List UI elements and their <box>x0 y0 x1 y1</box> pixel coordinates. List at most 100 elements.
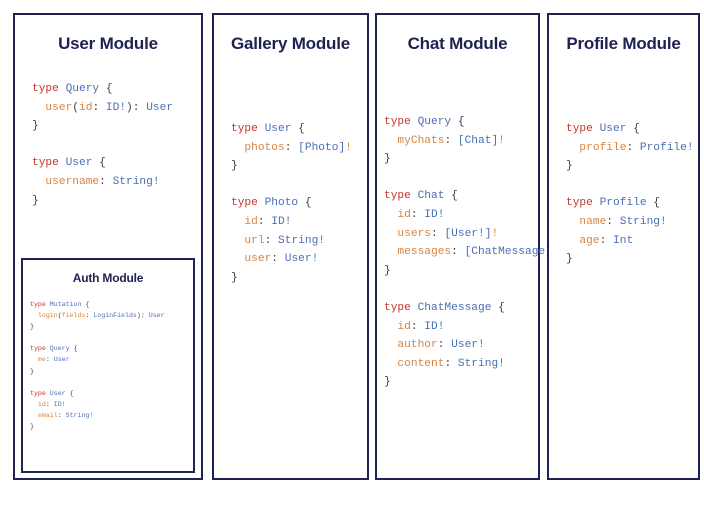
code-token-pn: : <box>444 357 458 370</box>
code-token-fl: ! <box>491 227 499 240</box>
code-token-tn: User <box>65 157 93 170</box>
code-token-pn: { <box>69 345 78 353</box>
module-card-auth[interactable]: Auth Module type Mutation { login(fields… <box>21 258 195 473</box>
code-token-pn: : <box>45 356 54 364</box>
code-token-fl: myChats <box>384 134 445 147</box>
code-token-kw: type <box>30 389 50 397</box>
code-line: type Mutation { <box>30 299 193 310</box>
code-token-fl: id <box>231 215 258 228</box>
code-token-pn: : <box>431 227 445 240</box>
code-line: } <box>384 262 538 281</box>
code-token-tn: User <box>148 312 165 320</box>
code-line: id: ID! <box>231 213 367 232</box>
module-card-profile[interactable]: Profile Module type User { profile: Prof… <box>547 13 700 480</box>
code-token-kw: type <box>231 123 265 135</box>
code-token-kw: type <box>384 301 418 314</box>
code-token-pn: ( <box>57 312 62 320</box>
code-token-pn: : <box>264 234 279 247</box>
code-token-fl: ! <box>498 134 505 147</box>
code-token-tn: Int <box>613 234 634 247</box>
code-token-tn: User <box>599 123 627 135</box>
code-line: type User { <box>231 120 367 139</box>
code-token-fl: messages <box>384 246 452 259</box>
module-card-chat[interactable]: Chat Module type Query { myChats: [Chat]… <box>375 13 559 480</box>
code-token-pn: : <box>451 246 465 259</box>
code-token-pn: : <box>626 141 640 154</box>
code-token-pn: { <box>646 197 661 210</box>
code-token-fl: id <box>384 208 411 221</box>
code-token-pn: } <box>566 160 573 173</box>
code-line: url: String! <box>231 232 367 251</box>
code-token-pn: : <box>599 234 614 247</box>
code-line: age: Int <box>566 232 698 251</box>
code-line: type Profile { <box>566 194 698 213</box>
code-token-kw: type <box>30 345 50 353</box>
code-line: type Photo { <box>231 194 367 213</box>
code-token-pn: } <box>32 120 39 133</box>
code-line: type Query { <box>32 80 201 99</box>
code-token-pn: : <box>92 101 106 114</box>
code-token-kw: type <box>32 157 66 170</box>
code-token-pn: } <box>384 376 391 389</box>
module-title-profile: Profile Module <box>566 34 681 53</box>
code-token-kw: type <box>32 83 66 95</box>
code-token-pn: : <box>606 215 620 228</box>
code-block-user: type Query { user(id: ID!): User}type Us… <box>32 80 201 210</box>
code-token-fl: email <box>30 411 58 419</box>
code-token-tn: User <box>264 123 292 135</box>
code-token-tn: String! <box>112 175 160 188</box>
code-token-tn: [Photo] <box>298 141 346 154</box>
code-line: } <box>231 269 367 288</box>
code-token-pn: : <box>284 141 299 154</box>
code-line: author: User! <box>384 336 538 355</box>
code-token-fl: id <box>79 101 93 114</box>
code-block-chat: type Query { myChats: [Chat]!}type Chat … <box>384 113 559 392</box>
module-card-user[interactable]: User Module type Query { user(id: ID!): … <box>13 13 203 480</box>
module-title-chat: Chat Module <box>407 34 508 53</box>
code-line: } <box>32 117 201 136</box>
code-line: } <box>566 250 698 269</box>
code-line: id: ID! <box>384 206 538 225</box>
code-token-pn: } <box>30 367 34 375</box>
code-token-pn: } <box>566 253 573 266</box>
code-token-tn: User! <box>451 339 485 352</box>
code-line: id: ID! <box>384 318 538 337</box>
code-block-gap <box>30 377 193 388</box>
code-token-fl: id <box>384 320 411 333</box>
code-token-pn: : <box>410 208 425 221</box>
code-token-pn: : <box>257 215 272 228</box>
code-token-kw: type <box>384 190 418 203</box>
code-line: } <box>384 373 538 392</box>
code-token-pn: } <box>384 153 391 166</box>
code-block-gallery: type User { photos: [Photo]!}type Photo … <box>231 120 367 287</box>
code-token-tn: Query <box>65 83 100 95</box>
code-token-tn: ChatMessage <box>417 301 492 314</box>
code-line: user: User! <box>231 250 367 269</box>
code-line: } <box>32 192 201 211</box>
code-token-pn: } <box>231 271 238 284</box>
code-token-pn: : <box>271 253 285 266</box>
code-line: myChats: [Chat]! <box>384 132 538 151</box>
code-line: messages: [ChatMessage]! <box>384 243 558 262</box>
code-token-kw: type <box>231 197 265 210</box>
code-block-auth: type Mutation { login(fields: LoginField… <box>30 299 193 432</box>
code-line: type ChatMessage { <box>384 299 538 318</box>
code-token-pn: } <box>30 423 34 431</box>
code-token-pn: } <box>30 323 34 331</box>
code-line: name: String! <box>566 213 698 232</box>
code-token-pn: { <box>444 190 458 203</box>
code-token-fl: age <box>566 234 600 247</box>
code-token-pn: : <box>85 312 94 320</box>
code-token-pn: { <box>65 389 74 397</box>
code-token-tn: User <box>146 101 174 114</box>
code-token-fl: user <box>231 253 272 266</box>
module-card-gallery[interactable]: Gallery Module type User { photos: [Phot… <box>212 13 369 480</box>
code-token-tn: String! <box>457 357 505 370</box>
code-line: type Query { <box>384 113 538 132</box>
code-token-tn: Profile <box>599 197 647 210</box>
code-token-fl: url <box>231 234 265 247</box>
code-token-pn: : <box>437 339 452 352</box>
code-line: type Query { <box>30 343 193 354</box>
code-token-fl: name <box>566 215 607 228</box>
